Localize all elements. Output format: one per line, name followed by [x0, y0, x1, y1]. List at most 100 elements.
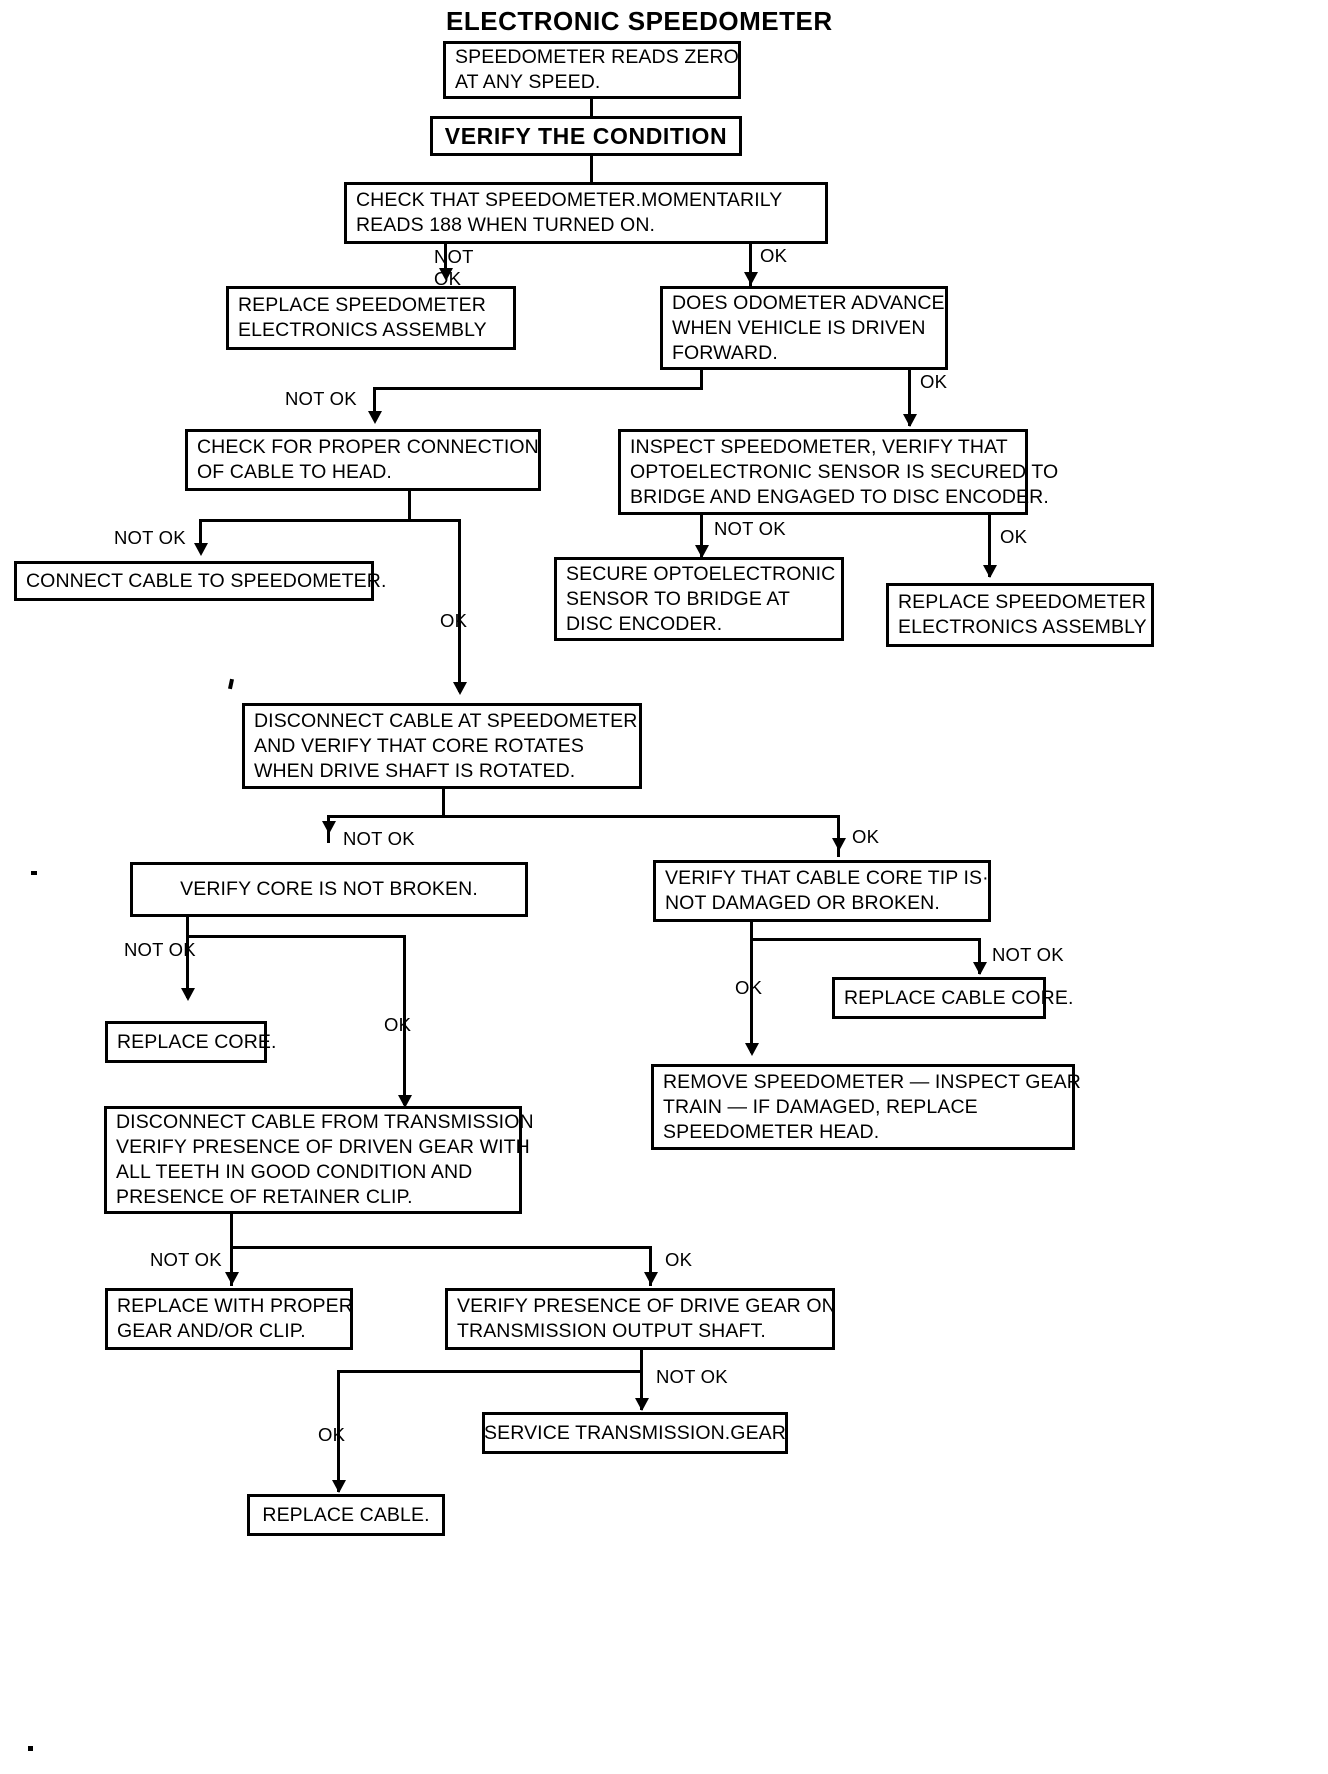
edge-label-ok: OK: [318, 1424, 346, 1445]
node-inspect-speedometer-optoelectronic: INSPECT SPEEDOMETER, VERIFY THAT OPTOELE…: [618, 429, 1058, 515]
node-replace-cable-core: REPLACE CABLE CORE.: [832, 977, 1074, 1019]
connector-n5-n6-seg1: [700, 370, 703, 390]
node-line: REPLACE CORE.: [117, 1030, 277, 1053]
node-verify-core-not-broken: VERIFY CORE IS NOT BROKEN.: [130, 862, 528, 917]
edge-label-not-ok: NOT OK: [714, 518, 786, 539]
arrowhead-n7-n9: [695, 545, 709, 558]
node-line: VERIFY PRESENCE OF DRIVEN GEAR WITH: [116, 1136, 530, 1158]
node-speedometer-reads-zero: SPEEDOMETER READS ZERO AT ANY SPEED.: [443, 41, 741, 99]
connector-n12-bus: [186, 935, 406, 938]
node-disconnect-cable-at-speedometer: DISCONNECT CABLE AT SPEEDOMETER AND VERI…: [242, 703, 642, 789]
node-line: DOES ODOMETER ADVANCE: [672, 291, 945, 314]
connector-n12-bus-stem: [186, 917, 189, 937]
connector-n12-n17: [403, 935, 406, 1105]
arrowhead-n19-n21: [332, 1480, 346, 1493]
connector-n6-n11: [458, 519, 461, 692]
node-line: DISCONNECT CABLE FROM TRANSMISSION: [116, 1111, 534, 1133]
arrowhead-n6-n11: [453, 682, 467, 695]
edge-label-ok: OK: [735, 977, 763, 998]
node-line: READS 188 WHEN TURNED ON.: [356, 214, 656, 236]
node-line: VERIFY CORE IS NOT BROKEN.: [180, 878, 478, 900]
node-line: NOT DAMAGED OR BROKEN.: [665, 892, 940, 914]
edge-label-ok: OK: [852, 826, 880, 847]
edge-label-not-ok: NOT OK: [656, 1366, 728, 1387]
node-line: AND VERIFY THAT CORE ROTATES: [254, 734, 585, 757]
connector-n17-bus-stem: [230, 1214, 233, 1248]
node-line: REMOVE SPEEDOMETER — INSPECT GEAR: [663, 1070, 1081, 1093]
connector-n12-n14: [186, 935, 189, 998]
edge-label-ok: OK: [434, 268, 462, 289]
edge-label-ok: OK: [920, 371, 948, 392]
arrowhead-n17-n19: [644, 1272, 658, 1285]
edge-label-not-ok: NOT OK: [124, 939, 196, 960]
arrowhead-n12-n17: [398, 1095, 412, 1108]
node-line: TRAIN — IF DAMAGED, REPLACE: [663, 1095, 978, 1118]
node-line: SERVICE TRANSMISSION.GEAR: [484, 1421, 786, 1444]
arrowhead-n11-n12: [322, 821, 336, 834]
edge-label-ok: OK: [665, 1249, 693, 1270]
arrowhead-n11-n13: [832, 838, 846, 851]
node-replace-with-proper-gear: REPLACE WITH PROPER GEAR AND/OR CLIP.: [105, 1288, 353, 1350]
connector-n11-bus: [327, 815, 840, 818]
arrowhead-n13-n15: [973, 962, 987, 975]
page-title: ELECTRONIC SPEEDOMETER: [446, 6, 833, 36]
node-line: CHECK THAT SPEEDOMETER.MOMENTARILY: [356, 189, 783, 211]
connector-n6-n8: [199, 519, 202, 551]
edge-label-not-ok: NOT OK: [285, 388, 357, 409]
arrowhead-n6-n8: [194, 543, 208, 556]
node-check-reads-188: CHECK THAT SPEEDOMETER.MOMENTARILY READS…: [344, 182, 828, 244]
edge-label-not-ok: NOT OK: [114, 527, 186, 548]
connector-n6-bus-stem: [408, 491, 411, 521]
node-line: GEAR AND/OR CLIP.: [117, 1320, 306, 1342]
node-line: OF CABLE TO HEAD.: [197, 461, 392, 483]
arrowhead-n19-n20: [635, 1398, 649, 1411]
node-line: SPEEDOMETER READS ZERO: [455, 46, 739, 68]
arrowhead-n5-n6: [368, 411, 382, 424]
edge-label-ok: OK: [384, 1014, 412, 1035]
node-disconnect-cable-from-transmission: DISCONNECT CABLE FROM TRANSMISSION VERIF…: [104, 1106, 534, 1214]
edge-label-ok: OK: [1000, 526, 1028, 547]
connector-n5-n7: [908, 370, 911, 426]
node-does-odometer-advance: DOES ODOMETER ADVANCE WHEN VEHICLE IS DR…: [660, 286, 948, 370]
node-replace-speedometer-electronics-1: REPLACE SPEEDOMETER ELECTRONICS ASSEMBLY: [226, 286, 516, 350]
scan-speck: [228, 678, 234, 690]
connector-n17-n18: [230, 1246, 233, 1286]
node-line: REPLACE CABLE.: [262, 1503, 430, 1526]
connector-n13-bus-stem: [750, 922, 753, 940]
node-verify-the-condition: VERIFY THE CONDITION: [430, 116, 742, 156]
connector-n19-bus: [337, 1370, 643, 1373]
arrowhead-n17-n18: [225, 1272, 239, 1285]
node-line: PRESENCE OF RETAINER CLIP.: [116, 1186, 413, 1208]
node-line: SENSOR TO BRIDGE AT: [566, 587, 791, 610]
connector-n5-n6-seg2: [373, 387, 703, 390]
connector-n1-n2: [590, 99, 593, 116]
arrowhead-n13-n16: [745, 1043, 759, 1056]
edge-label-not: NOT: [434, 246, 474, 267]
edge-label-not-ok: NOT OK: [343, 828, 415, 849]
arrowhead-n12-n14: [181, 988, 195, 1001]
node-line: DISCONNECT CABLE AT SPEEDOMETER: [254, 709, 638, 732]
connector-n11-bus-stem: [442, 789, 445, 817]
connector-n3-n5: [749, 244, 752, 286]
node-line: ELECTRONICS ASSEMBLY: [238, 319, 487, 341]
node-service-transmission-gear: SERVICE TRANSMISSION.GEAR: [482, 1412, 788, 1454]
connector-n2-n3: [590, 156, 593, 182]
node-line: REPLACE WITH PROPER: [117, 1295, 353, 1317]
node-verify-cable-core-tip: VERIFY THAT CABLE CORE TIP IS· NOT DAMAG…: [653, 860, 991, 922]
node-line: WHEN VEHICLE IS DRIVEN: [672, 316, 926, 339]
node-line: ELECTRONICS ASSEMBLY: [898, 616, 1147, 638]
node-check-proper-connection: CHECK FOR PROPER CONNECTION OF CABLE TO …: [185, 429, 541, 491]
connector-n3-n4: [444, 244, 447, 276]
connector-n11-n13: [837, 815, 840, 857]
connector-n13-n16: [750, 938, 753, 1053]
edge-label-not-ok: NOT OK: [150, 1249, 222, 1270]
node-line: REPLACE CABLE CORE.: [844, 986, 1074, 1009]
node-line: TRANSMISSION OUTPUT SHAFT.: [457, 1320, 766, 1342]
node-line: VERIFY THAT CABLE CORE TIP IS·: [665, 867, 989, 889]
edge-label-ok: OK: [760, 245, 788, 266]
node-replace-cable: REPLACE CABLE.: [247, 1494, 445, 1536]
node-line: VERIFY THE CONDITION: [444, 122, 728, 149]
arrowhead-n3-n5: [744, 272, 758, 285]
node-line: BRIDGE AND ENGAGED TO DISC ENCODER.: [630, 485, 1049, 508]
